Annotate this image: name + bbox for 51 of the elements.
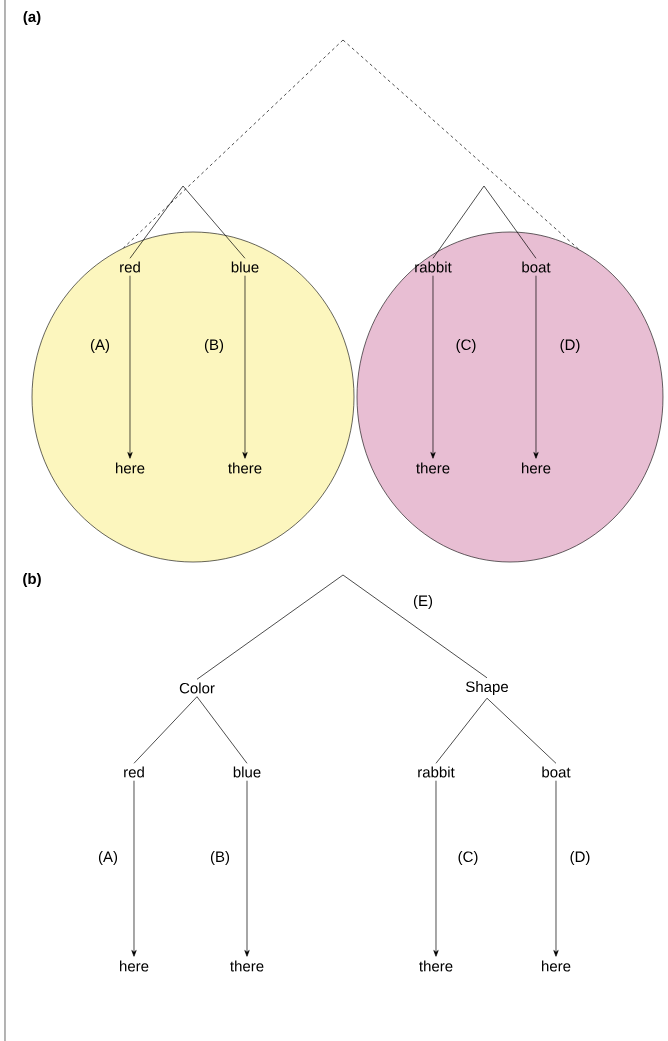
arrow: [430, 275, 436, 459]
edge-label: (C): [458, 851, 478, 865]
tree-line: [342, 574, 488, 679]
tree-line: [432, 185, 485, 259]
word-label: red: [120, 261, 140, 273]
arrow: [127, 275, 133, 459]
word-label: rabbit: [415, 261, 452, 273]
tree-line: [486, 697, 557, 764]
word-label: there: [416, 462, 450, 474]
arrow: [242, 275, 248, 459]
word-label: here: [542, 960, 571, 972]
word-label: rabbit: [418, 766, 455, 778]
dashed-line: [342, 39, 580, 250]
word-label: red: [124, 766, 144, 778]
tree-line: [483, 185, 537, 259]
tree-line: [133, 696, 198, 764]
tree-line: [196, 574, 344, 680]
word-label: here: [116, 462, 145, 474]
tree-line: [182, 185, 246, 259]
word-label: boat: [522, 261, 551, 273]
dashed-line: [123, 39, 344, 249]
arrow: [433, 780, 439, 957]
edge-label: (A): [98, 851, 118, 865]
tree-line: [196, 696, 248, 764]
ellipse: [356, 231, 664, 563]
ellipse: [31, 231, 355, 563]
panel-label: (b): [23, 573, 41, 587]
word-label: there: [419, 960, 453, 972]
word-label: here: [522, 462, 551, 474]
tree-line: [129, 185, 184, 259]
word-label: there: [228, 462, 262, 474]
arrow: [131, 780, 137, 957]
edge-label: (D): [560, 339, 580, 353]
word-label: Color: [179, 682, 215, 694]
edge-label: (B): [204, 339, 224, 353]
word-label: Shape: [466, 681, 508, 695]
arrow: [553, 780, 559, 957]
arrow: [244, 780, 250, 957]
word-label: blue: [233, 766, 261, 778]
word-label: here: [120, 960, 149, 972]
edge-label: (C): [456, 339, 476, 353]
edge-label: (B): [210, 851, 230, 865]
word-label: there: [230, 960, 264, 972]
edge-label: (D): [570, 851, 590, 865]
word-label: blue: [231, 261, 259, 273]
edge-label: (E): [413, 595, 433, 609]
word-label: boat: [542, 766, 571, 778]
tree-line: [435, 697, 488, 764]
panel-label: (a): [23, 11, 41, 25]
edge-label: (A): [90, 339, 110, 353]
arrow: [533, 275, 539, 459]
